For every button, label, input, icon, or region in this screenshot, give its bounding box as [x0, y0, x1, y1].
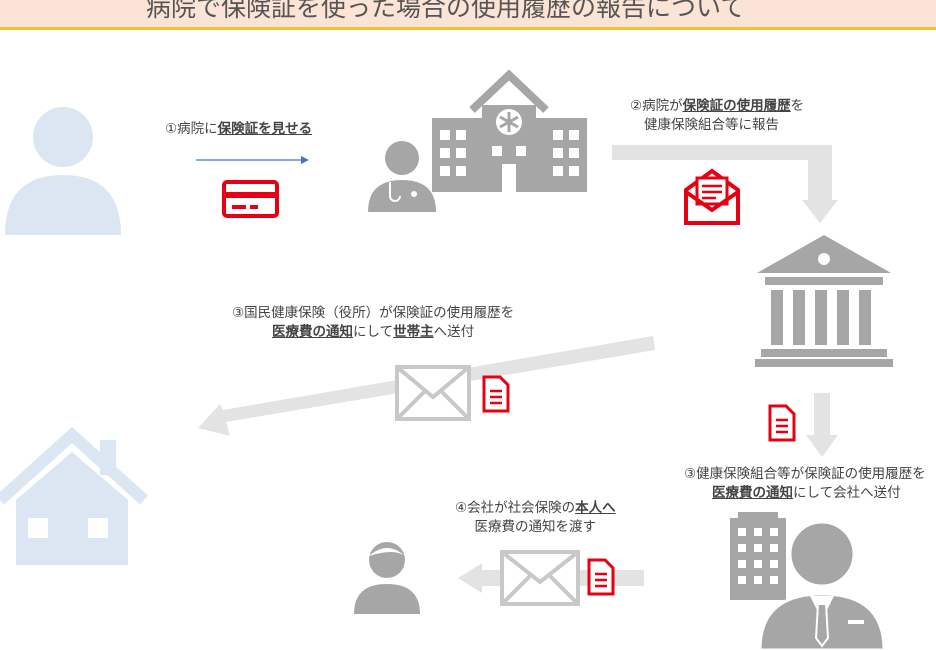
arrow-down-icon: [806, 393, 838, 457]
insurance-card-icon: [222, 180, 279, 218]
title-banner: 病院で保険証を使った場合の使用履歴の報告について: [0, 0, 936, 30]
businessman-icon: [758, 520, 886, 650]
document-icon-2: [768, 404, 796, 442]
report-envelope-icon: [684, 168, 740, 225]
step3b-label: ③健康保険組合等が保険証の使用履歴を医療費の通知にして会社へ送付: [684, 466, 926, 501]
patient-icon: [5, 107, 121, 235]
document-icon-3: [587, 558, 615, 596]
document-icon: [482, 375, 510, 413]
mail-envelope-icon: [395, 365, 471, 421]
company-building-icon: [730, 512, 786, 600]
hospital-icon: [432, 69, 587, 192]
page-title: 病院で保険証を使った場合の使用履歴の報告について: [146, 0, 746, 22]
step2-label: ②病院が保険証の使用履歴を健康保険組合等に報告: [630, 98, 805, 133]
step3a-label: ③国民健康保険（役所）が保険証の使用履歴を医療費の通知にして世帯主へ送付: [232, 305, 515, 340]
step1-label: ①病院に保険証を見せる: [165, 121, 313, 137]
household-icon: [0, 426, 149, 565]
arrow-down-right-icon: [612, 145, 838, 223]
mail-envelope-icon-2: [500, 550, 580, 606]
arrow-right-icon: [196, 156, 309, 164]
insurance-association-icon: [755, 235, 893, 367]
employee-icon: [354, 542, 420, 614]
step4-label: ④会社が社会保険の本人へ医療費の通知を渡す: [455, 500, 616, 535]
doctor-icon: [368, 141, 436, 212]
